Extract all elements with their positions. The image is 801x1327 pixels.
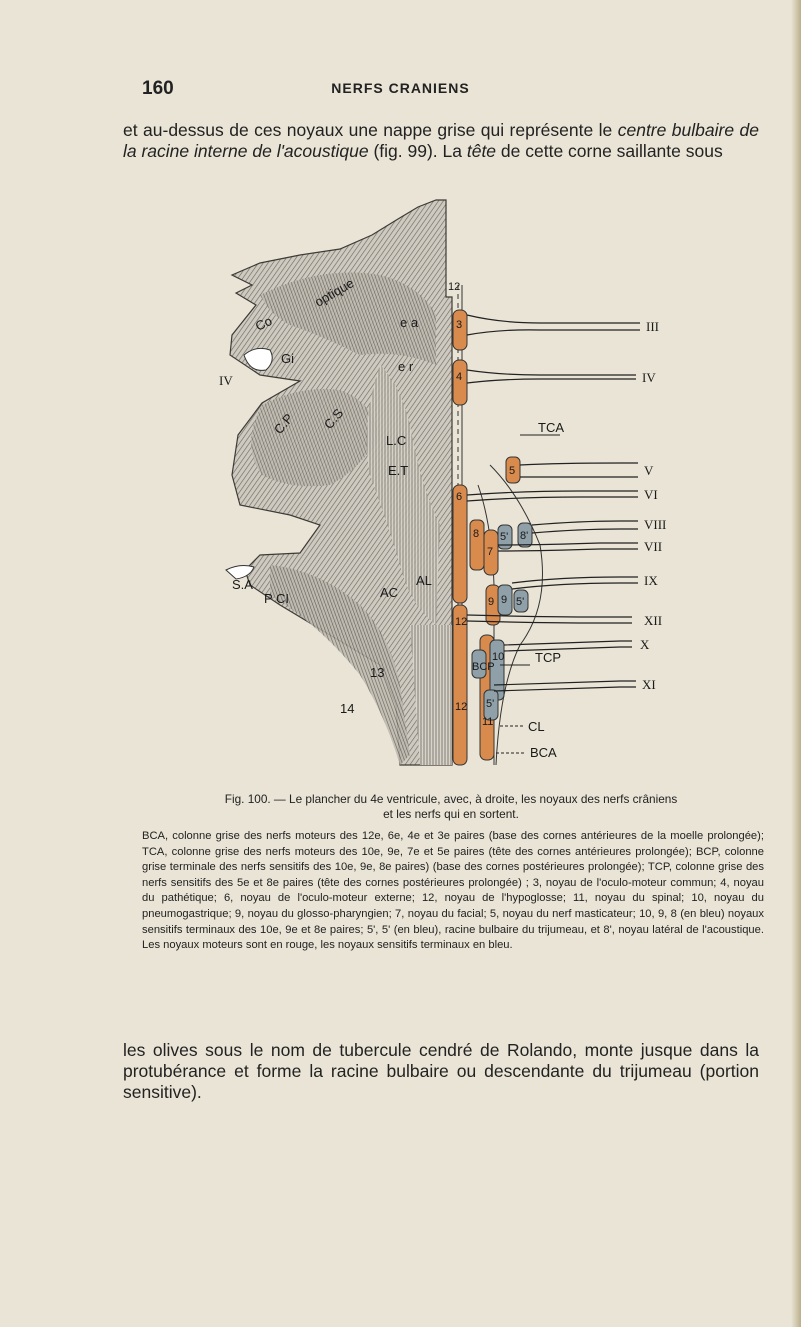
nucleus-label-5: 5 — [509, 465, 515, 477]
nucleus-6 — [452, 484, 468, 604]
nucleus-label-bcp: BCP — [472, 661, 495, 673]
figure-caption: Fig. 100. — Le plancher du 4e ventricule… — [142, 792, 760, 822]
nucleus-8-prime — [517, 522, 533, 548]
nerve-XII: XII — [644, 613, 662, 628]
label-gi: Gi — [281, 351, 294, 366]
anatomical-illustration: optique Co Gi IV C.S C.P L.C E.T e a e r… — [219, 199, 666, 766]
paragraph-top-part1: et au-dessus de ces noyaux une nappe gri… — [123, 120, 618, 140]
nucleus-9-sensory — [497, 584, 513, 616]
nucleus-12 — [452, 604, 468, 766]
nucleus-label-12b: 12 — [455, 701, 467, 713]
paragraph-top-italic2: tête — [466, 141, 497, 161]
nucleus-8-motor — [469, 519, 485, 571]
nerve-V: V — [644, 463, 654, 478]
nerve-labels: III IV V VI VIII VII IX XII X XI — [640, 319, 666, 692]
label-ac: AC — [380, 585, 398, 600]
paragraph-top-italic1: centre bulbaire de la racine interne de … — [123, 120, 759, 161]
label-12-top: 12 — [448, 281, 460, 293]
nucleus-label-8p: 8' — [520, 530, 528, 542]
label-bca: BCA — [530, 745, 557, 760]
nerve-III: III — [646, 319, 659, 334]
label-er: e r — [398, 359, 414, 374]
nuclei-columns: 3 4 5 6 8 7 5' 8' 9 9 5' 12 10 BCP 5' 11… — [452, 285, 543, 766]
nerve-roots — [466, 314, 640, 692]
nucleus-label-11: 11 — [482, 716, 493, 728]
label-14: 14 — [340, 701, 354, 716]
nerve-XI: XI — [642, 677, 656, 692]
label-co: Co — [253, 313, 274, 334]
paragraph-top: et au-dessus de ces noyaux une nappe gri… — [123, 120, 759, 162]
label-sa: S.A — [232, 577, 253, 592]
brain-stem-drawing — [225, 199, 453, 766]
caption-line1: Fig. 100. — Le plancher du 4e ventricule… — [224, 792, 678, 806]
nucleus-label-5p2: 5' — [516, 596, 524, 608]
paragraph-bottom: les olives sous le nom de tubercule cend… — [123, 1040, 759, 1102]
label-13: 13 — [370, 665, 384, 680]
column-labels: TCA TCP CL BCA — [496, 420, 564, 760]
nucleus-label-5p3: 5' — [486, 698, 494, 710]
nucleus-label-8: 8 — [473, 528, 479, 540]
nucleus-label-7: 7 — [487, 546, 493, 558]
nucleus-label-9b: 9 — [501, 594, 507, 606]
nerve-VII: VII — [644, 539, 662, 554]
paragraph-top-part2: (fig. 99). La — [368, 141, 467, 161]
paragraph-top-part3: de cette corne saillante sous — [496, 141, 723, 161]
nucleus-label-10: 10 — [492, 651, 504, 663]
label-ea: e a — [400, 315, 419, 330]
label-tca: TCA — [538, 420, 564, 435]
nucleus-bcp — [471, 649, 487, 679]
nerve-IV: IV — [642, 370, 656, 385]
page-edge — [791, 0, 801, 1327]
nerve-VI: VI — [644, 487, 658, 502]
nerve-X: X — [640, 637, 650, 652]
nucleus-5 — [505, 456, 521, 484]
nucleus-5-prime-3 — [483, 689, 499, 721]
nucleus-label-6: 6 — [456, 491, 462, 503]
label-al: AL — [416, 573, 432, 588]
nucleus-3 — [452, 309, 468, 351]
nucleus-5-prime — [497, 524, 513, 550]
label-iv-left: IV — [219, 373, 233, 388]
page-header: 160 NERFS CRANIENS — [0, 78, 801, 102]
label-cl: CL — [528, 719, 545, 734]
page-number: 160 — [142, 78, 174, 99]
nerve-IX: IX — [644, 573, 658, 588]
nucleus-label-9a: 9 — [488, 596, 494, 608]
label-lc: L.C — [386, 433, 406, 448]
nucleus-label-4: 4 — [456, 371, 462, 383]
label-pci: P CI — [264, 591, 289, 606]
running-head: NERFS CRANIENS — [331, 80, 470, 96]
label-et: E.T — [388, 463, 408, 478]
caption-line2: et les nerfs qui en sortent. — [383, 807, 519, 821]
nucleus-label-3: 3 — [456, 319, 462, 331]
nucleus-label-5p: 5' — [500, 531, 508, 543]
nerve-VIII: VIII — [644, 517, 666, 532]
nucleus-5-prime-2 — [513, 589, 529, 613]
nucleus-label-12a: 12 — [455, 616, 467, 628]
figure-legend: BCA, colonne grise des nerfs moteurs des… — [142, 830, 764, 952]
figure-fourth-ventricle: optique Co Gi IV C.S C.P L.C E.T e a e r… — [0, 185, 801, 795]
label-tcp: TCP — [535, 650, 561, 665]
